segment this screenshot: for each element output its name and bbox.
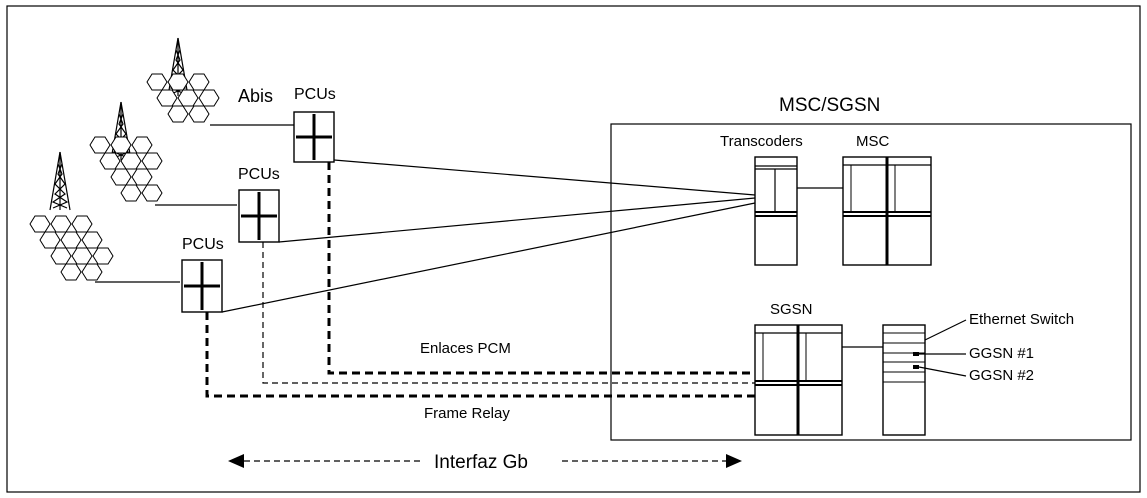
ethernet-switch-rack [882,324,926,436]
ggsn-2-label: GGSN #2 [969,367,1034,384]
sgsn-label: SGSN [770,301,813,318]
cell-site-1 [146,37,220,123]
pcm-link-2 [278,197,756,243]
sgsn-unit [754,324,843,436]
pcu-label-3: PCUs [182,236,224,253]
interfaz-gb-arrow [228,454,742,468]
cell-site-3 [29,151,114,281]
pcm-link-3 [221,202,756,313]
ethernet-switch-leader [924,319,967,341]
msc-sgsn-title: MSC/SGSN [779,95,880,116]
enlaces-pcm-label: Enlaces PCM [420,340,511,357]
gb-link-pcu2 [262,242,755,384]
gb-link-pcu3 [205,312,755,398]
gb-link-pcu1 [327,162,755,375]
transcoders-label: Transcoders [720,133,803,150]
pcu-label-1: PCUs [294,86,336,103]
ethernet-switch-label: Ethernet Switch [969,311,1074,328]
frame-relay-label: Frame Relay [424,405,510,422]
msc-sgsn-enclosure [610,123,1132,441]
transcoders-unit [754,156,798,266]
msc-unit [842,156,932,266]
pcu-box-1 [293,111,335,163]
msc-label: MSC [856,133,890,150]
pcu-label-2: PCUs [238,166,280,183]
pcu-box-2 [238,189,280,243]
ggsn-1-label: GGSN #1 [969,345,1034,362]
antenna-tower-icon [49,151,71,211]
abis-label: Abis [238,86,273,106]
pcm-link-1 [333,159,756,196]
interfaz-gb-label: Interfaz Gb [434,452,528,473]
outer-frame [6,5,1141,493]
ggsn2-leader [918,366,967,377]
pcu-box-3 [181,259,223,313]
cell-site-2 [89,101,163,202]
